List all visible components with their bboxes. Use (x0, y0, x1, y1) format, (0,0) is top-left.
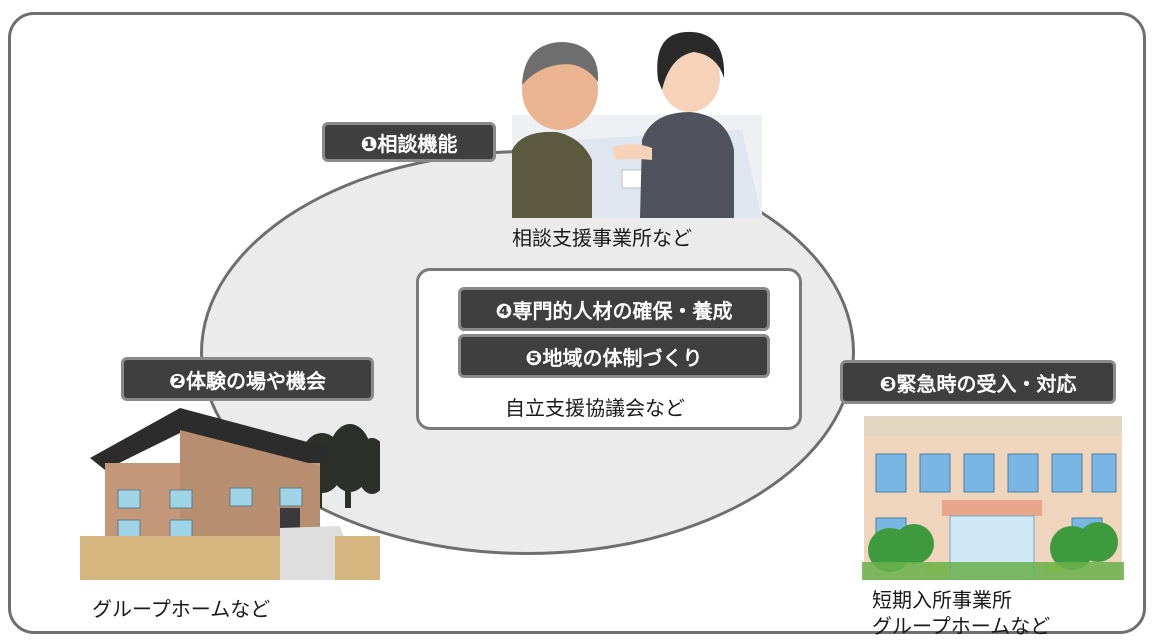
caption-short-stay-line1: 短期入所事業所 (872, 588, 1012, 612)
label-consultation: ❶相談機能 (322, 122, 496, 162)
caption-group-home: グループホームなど (92, 597, 271, 621)
caption-council: 自立支援協議会など (505, 396, 685, 420)
facility-illustration (862, 416, 1124, 580)
label-community: ❺地域の体制づくり (458, 334, 770, 378)
caption-consultation-office: 相談支援事業所など (512, 226, 692, 250)
consultation-illustration (512, 31, 762, 218)
label-emergency: ❸緊急時の受入・対応 (840, 360, 1116, 404)
label-experience: ❷体験の場や機会 (121, 357, 374, 401)
group-home-illustration (80, 408, 380, 580)
caption-short-stay-line2: グループホームなど (872, 614, 1051, 638)
label-personnel: ❹専門的人材の確保・養成 (458, 287, 770, 331)
